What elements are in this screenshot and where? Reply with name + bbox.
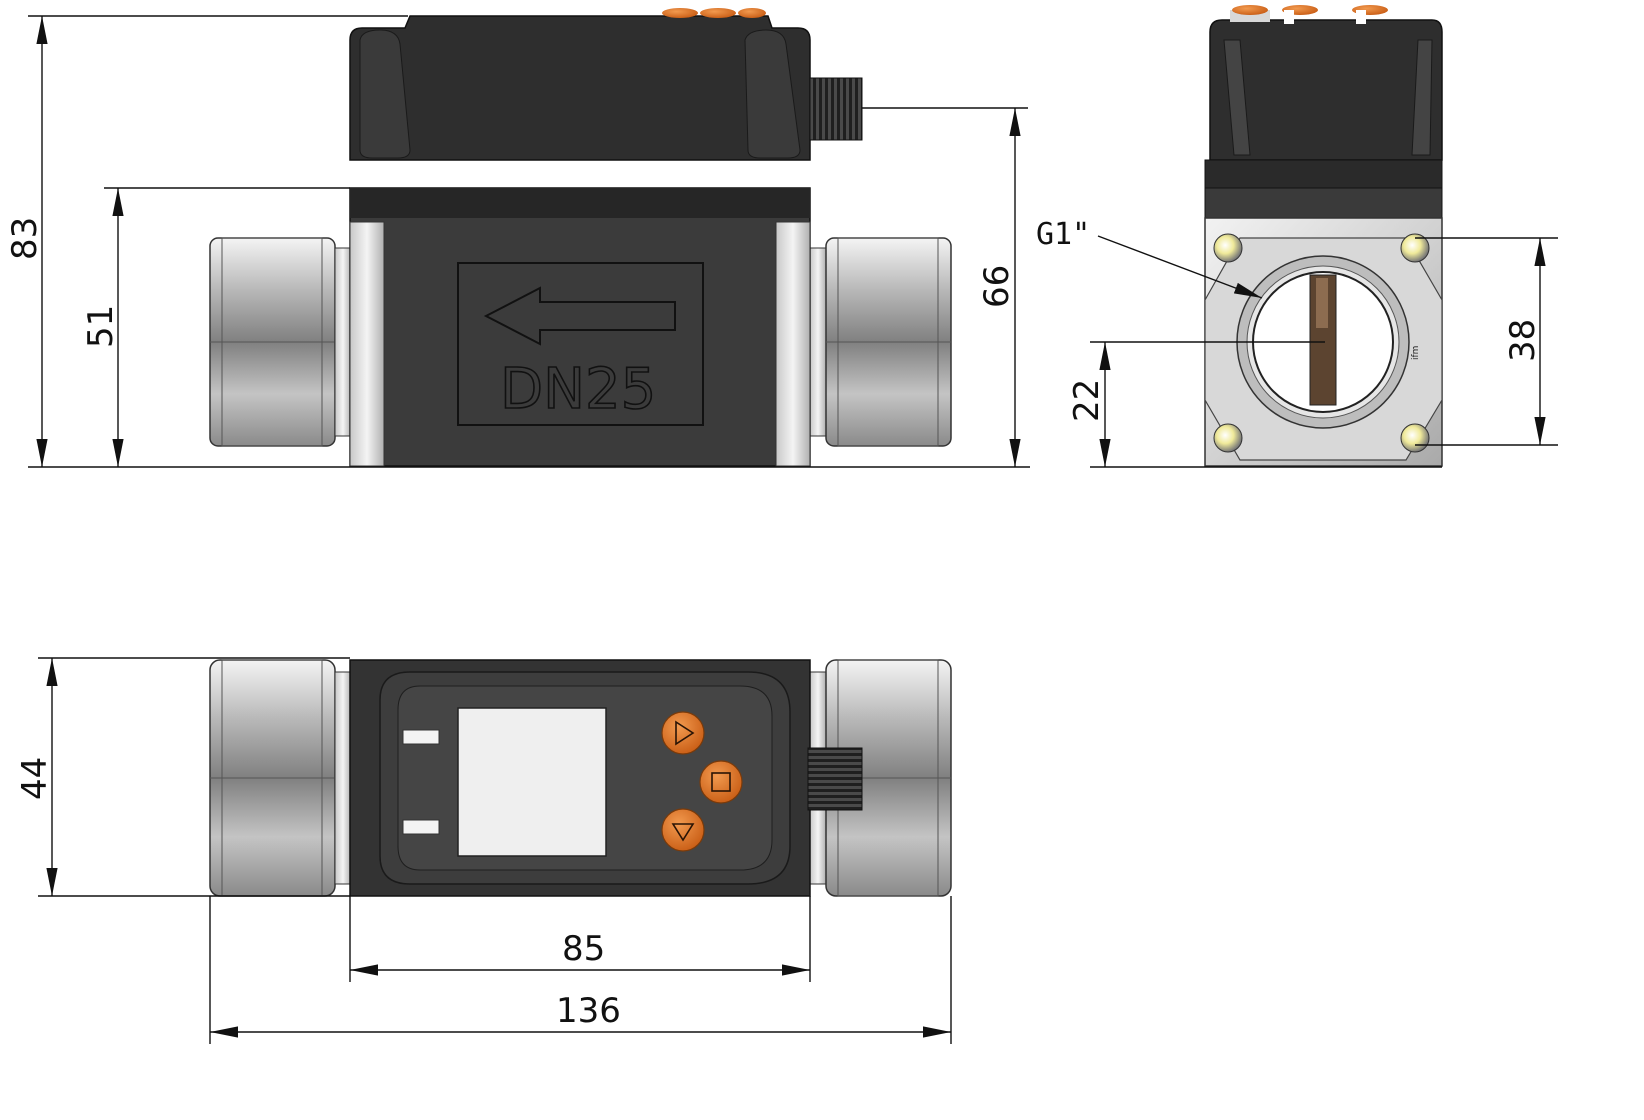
top-view-dimensions [38,657,952,1044]
dim-44: 44 [15,757,55,800]
housing-top [349,15,811,161]
screw-icon [1400,423,1430,453]
dim-38: 38 [1503,319,1543,362]
side-small-mark: ifm [1411,346,1421,360]
dim-83: 83 [5,217,45,260]
top-button-1 [662,8,698,18]
right-nut [809,237,952,447]
down-button[interactable] [661,808,705,852]
next-button[interactable] [661,711,705,755]
top-button-3 [738,8,766,18]
dim-51: 51 [81,305,121,348]
dim-136: 136 [556,991,621,1031]
top-view [209,659,952,897]
screw-icon [1213,423,1243,453]
front-view-dimensions [28,15,1030,468]
dim-85: 85 [562,929,605,969]
thread-label: G1" [1036,217,1090,252]
top-m12-connector [807,747,863,811]
screw-icon [1213,233,1243,263]
housing-body [349,187,811,467]
m12-connector [809,77,863,141]
top-button-2 [700,8,736,18]
display-screen [457,707,607,857]
play-triangle-icon [675,720,695,746]
left-arrow-icon [483,286,676,346]
dim-66: 66 [977,265,1017,308]
square-icon [711,772,731,792]
screw-icon [1400,233,1430,263]
left-nut [209,237,352,447]
dim-22: 22 [1067,379,1107,422]
front-view: DN25 [209,8,952,467]
side-view-dimensions [1090,235,1558,468]
flow-label-box [457,262,704,426]
side-housing-top [1209,19,1443,161]
side-view: ifm [1204,5,1443,467]
body-marking: DN25 [500,357,656,422]
down-triangle-icon [671,823,695,842]
enter-button[interactable] [699,760,743,804]
